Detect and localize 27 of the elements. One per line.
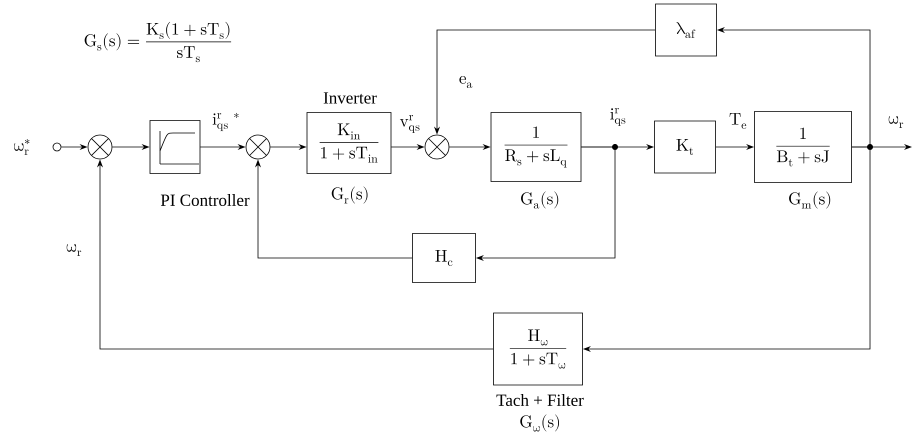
node-label: $G_a(s)$ [521, 191, 558, 209]
node-label: $G_r(s)$ [332, 186, 368, 204]
input-terminal: $\omega_r^*$ [14, 139, 62, 155]
gain-box: $H_c$ [412, 233, 476, 283]
transfer-function-box: $\frac{1}{R_s+sL_q}$ $G_a(s)$ [490, 112, 582, 209]
edge-label: $i_{qs}^{r}$ [608, 107, 628, 127]
node-label: Tach + Filter [496, 394, 584, 406]
summing-junction [424, 134, 450, 160]
transfer-function-label: $G_s(s) = \frac{K_s(1+sT_s)}{sT_s}$ [84, 22, 232, 62]
edge-label: $i_{qs}^{r}\;{}^{*}$ [211, 112, 241, 132]
gain-box: $\lambda_{af}$ [655, 4, 717, 56]
node-label: PI Controller [160, 194, 250, 206]
edge-label: $T_e$ [728, 112, 748, 130]
gain-box: $K_t$ [654, 120, 716, 174]
summing-junction [88, 134, 112, 160]
transfer-function-box: $\frac{1}{B_t+sJ}$ $G_m(s)$ [754, 111, 852, 208]
edge-label: $v_{qs}^{r}$ [398, 114, 422, 134]
node-label: $G_m(s)$ [789, 192, 830, 208]
node-label: $\omega_r^*$ [14, 139, 30, 155]
node-label: Inverter [324, 92, 377, 104]
summing-junction [246, 134, 270, 160]
edge-label: $\omega_r$ [886, 115, 906, 129]
node-label: $G_\omega(s)$ [520, 414, 559, 432]
edge-label: $e_a$ [458, 75, 474, 89]
inverter-box: Inverter $\frac{K_{in}}{1+sT_{in}}$ $G_r(s)$ [306, 92, 392, 204]
edge-label: $\omega_r$ [64, 243, 84, 257]
filter-box: $\frac{H_\omega}{1+sT_\omega}$ Tach + Filter $G_\omega(s)$ [493, 312, 584, 432]
